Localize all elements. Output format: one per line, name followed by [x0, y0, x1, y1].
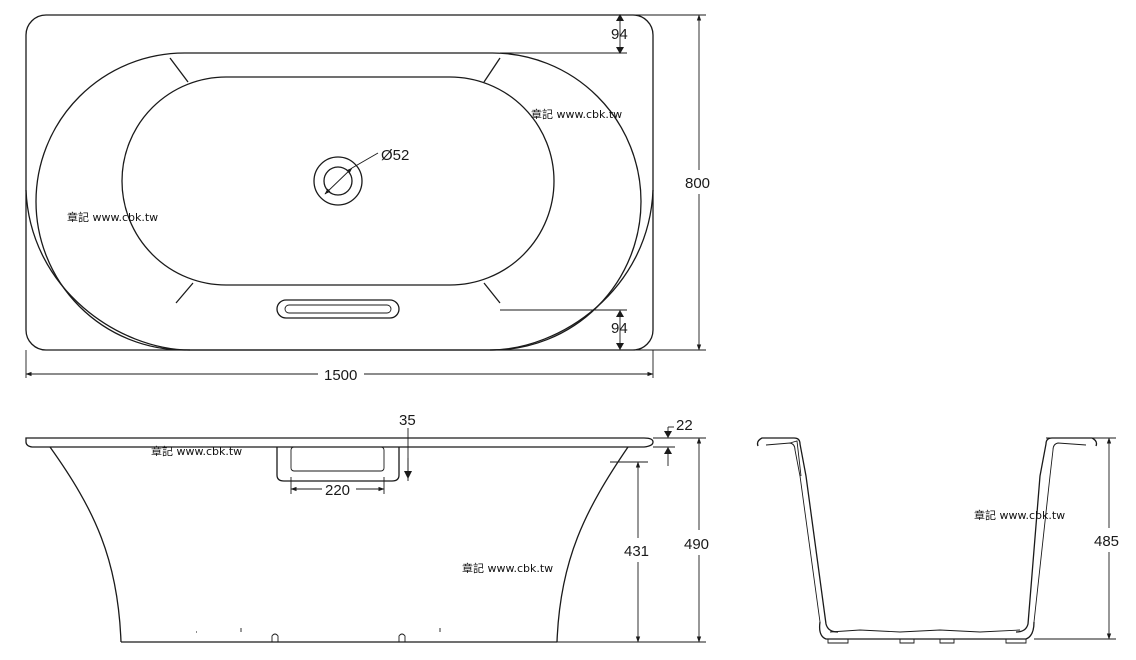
dim-rim-bottom-label: 94 [611, 320, 628, 337]
dim-rim-thickness [653, 426, 675, 466]
overflow-elevation [276, 446, 409, 482]
dim-inner-depth [557, 461, 706, 643]
dim-overall-height-label: 490 [684, 536, 709, 553]
overflow-plan [276, 299, 400, 319]
dim-overall-length-label: 1500 [324, 367, 357, 384]
section-left-wall [756, 437, 839, 633]
dim-side-depth-label: 485 [1094, 533, 1119, 550]
watermark-section: 章記 www.cbk.tw [974, 508, 1065, 522]
tub-rim-oval [35, 52, 642, 351]
dim-side-depth [1034, 437, 1116, 640]
front-elevation: 35 220 22 431 [25, 412, 709, 643]
front-body-right [556, 446, 629, 643]
plan-view: Ø52 94 94 800 [25, 14, 710, 384]
drain-diameter-label: Ø52 [381, 147, 409, 164]
dim-overflow-offset [404, 428, 412, 479]
watermark-plan-left: 章記 www.cbk.tw [67, 210, 158, 224]
section-right-wall [1015, 437, 1098, 633]
dim-overall-height [675, 437, 706, 643]
front-rim [25, 437, 654, 448]
dim-rim-bottom [500, 309, 627, 350]
dim-inner-depth-label: 431 [624, 543, 649, 560]
dim-overall-length [25, 350, 654, 378]
section-feet [827, 639, 1027, 644]
slope-lines [169, 57, 501, 304]
side-section: 485 章記 www.cbk.tw [756, 437, 1119, 644]
tub-side-curve [25, 189, 654, 351]
dim-overflow-width [290, 477, 385, 494]
watermark-front-top: 章記 www.cbk.tw [151, 444, 242, 458]
dim-rim-top-label: 94 [611, 26, 628, 43]
section-bottom [818, 621, 1035, 640]
front-body-left [49, 446, 122, 643]
dim-overflow-width-label: 220 [325, 482, 350, 499]
drain-icon [313, 152, 379, 206]
dim-overflow-offset-label: 35 [399, 412, 416, 429]
watermark-front-body: 章記 www.cbk.tw [462, 561, 553, 575]
dim-overall-width [490, 14, 706, 351]
dim-rim-thickness-label: 22 [676, 417, 693, 434]
tub-basin-oval [121, 76, 555, 286]
watermark-plan-right: 章記 www.cbk.tw [531, 107, 622, 121]
dim-overall-width-label: 800 [685, 175, 710, 192]
dim-rim-top [500, 14, 627, 54]
